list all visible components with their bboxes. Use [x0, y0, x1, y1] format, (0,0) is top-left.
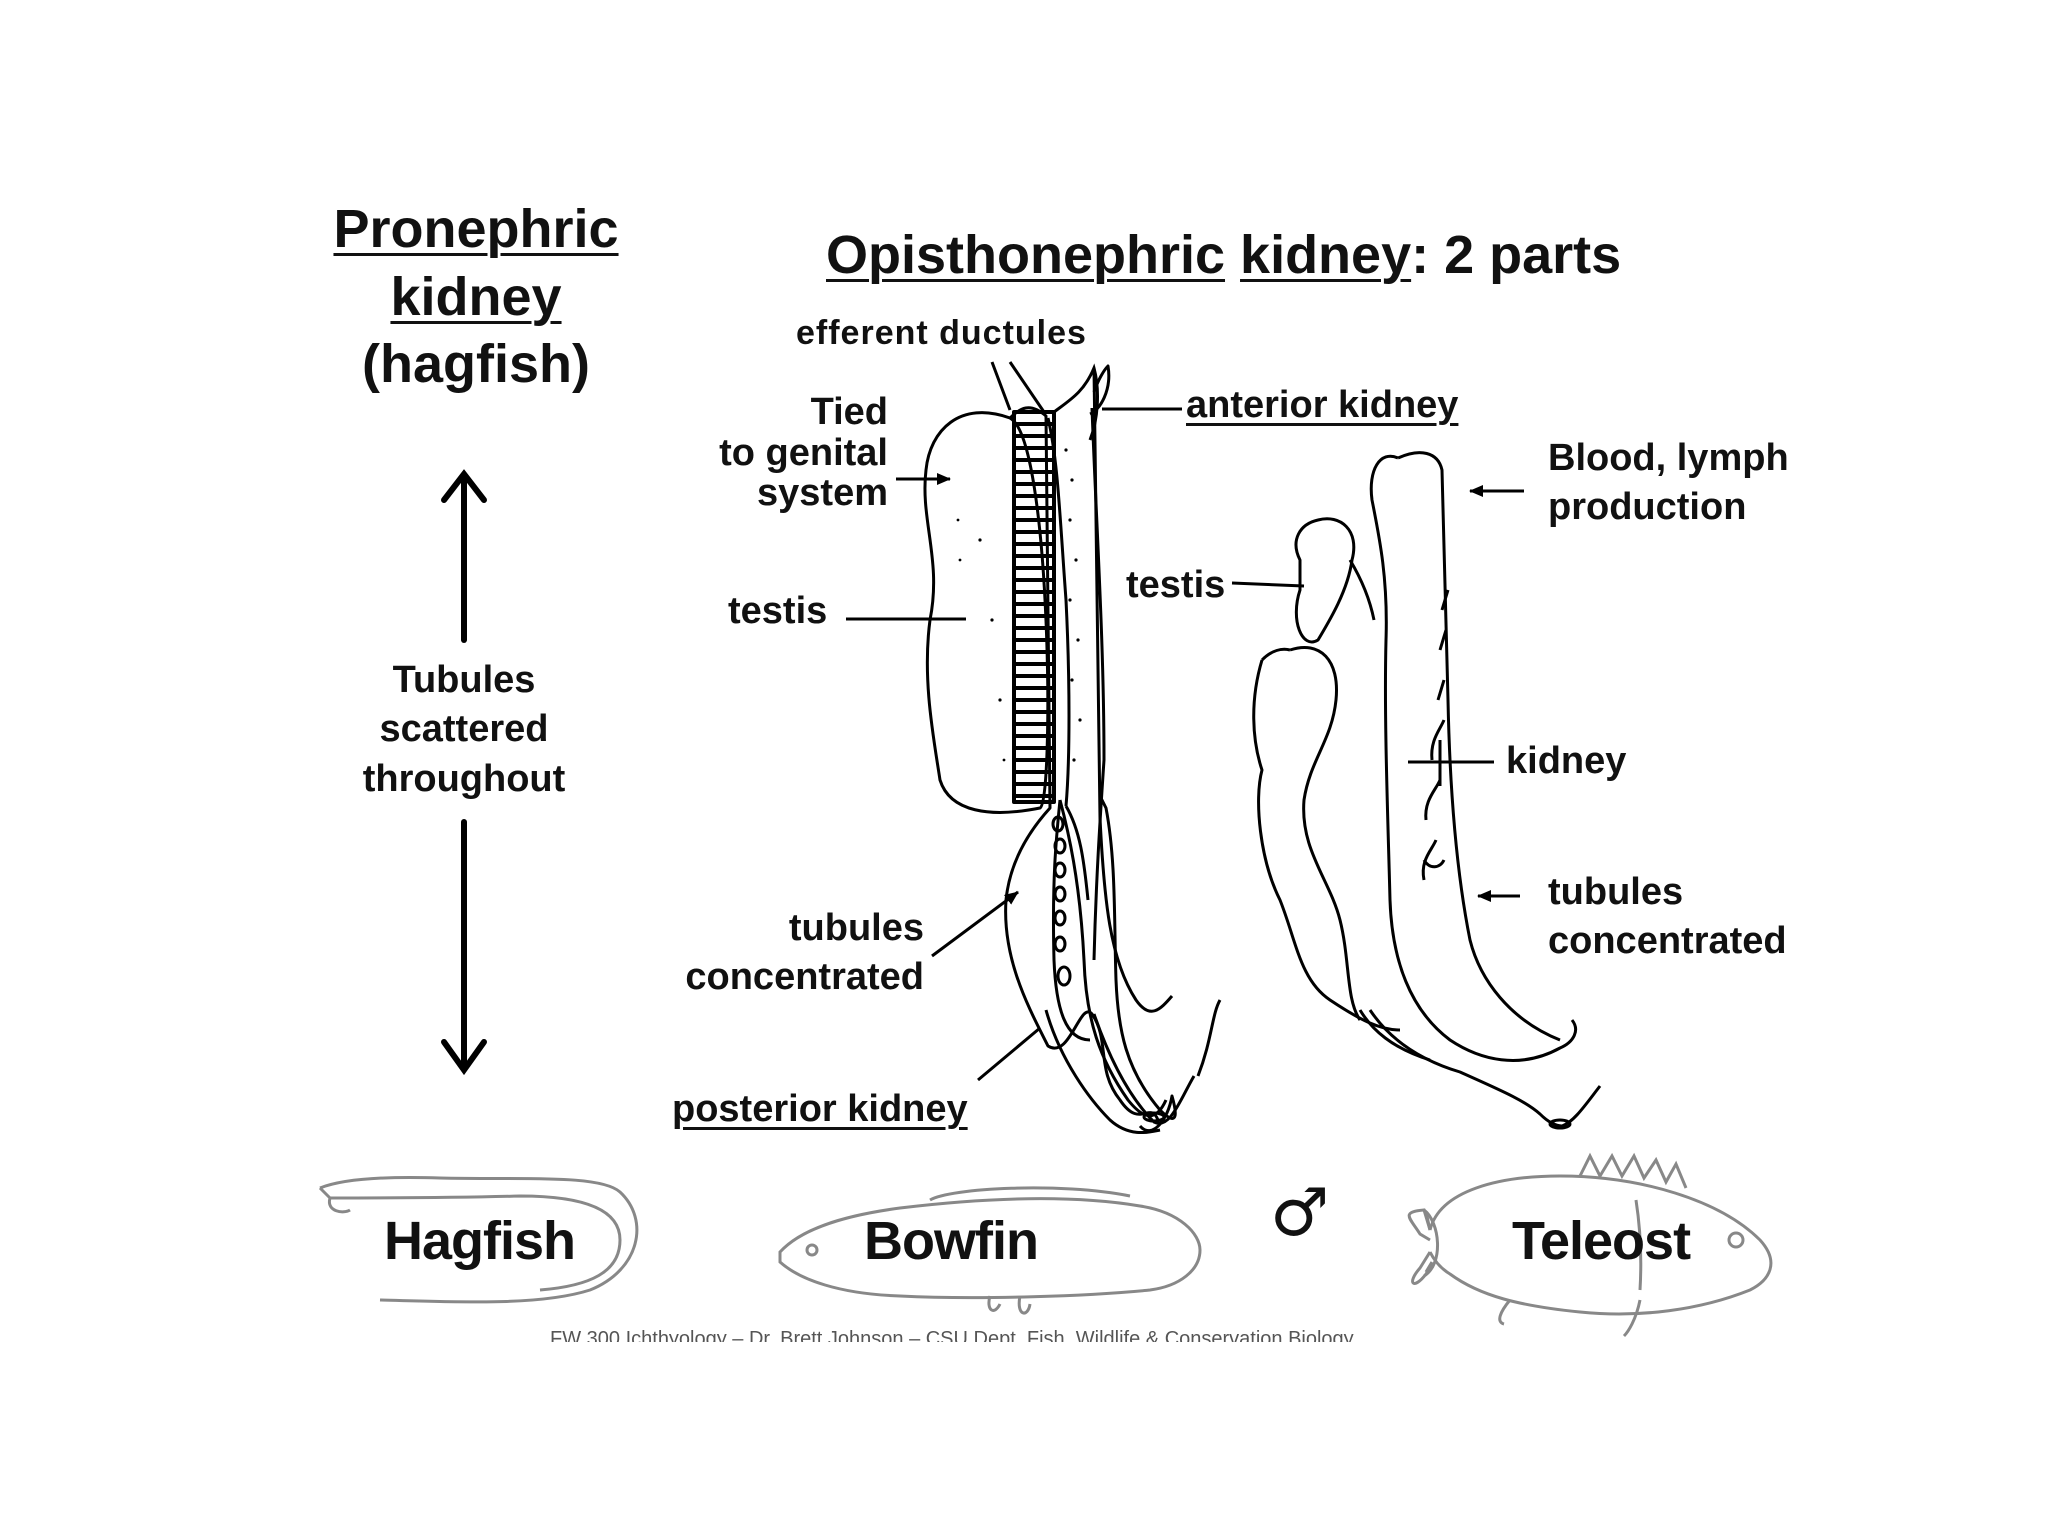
label-testis-right: testis	[1126, 564, 1226, 606]
pronephric-title: Pronephric kidney (hagfish)	[326, 196, 626, 399]
fish-name-teleost: Teleost	[1512, 1211, 1691, 1271]
label-tied-to-genital-system: Tied to genital system	[680, 392, 888, 514]
opisthonephric-title-word1: Opisthonephric	[826, 225, 1226, 285]
double-arrow-icon	[441, 469, 487, 1076]
pronephric-title-word-kidney: kidney	[390, 266, 562, 327]
hagfish-sketch	[318, 1175, 639, 1304]
label-blood-line2: production	[1548, 486, 1747, 529]
label-blood-line1: Blood, lymph	[1548, 437, 1789, 479]
tubules-scattered-line2: scattered	[379, 708, 549, 751]
label-tied-line2: to genital	[719, 431, 888, 474]
bowfin-kidney-drawing	[923, 361, 1222, 1134]
label-tubules-left-line1: tubules	[788, 907, 924, 949]
label-testis-left: testis	[728, 590, 828, 632]
label-posterior-kidney: posterior kidney	[672, 1088, 968, 1130]
label-tied-line1: Tied	[810, 391, 888, 433]
footer-credit: FW 300 Ichthyology – Dr. Brett Johnson –…	[550, 1328, 1500, 1342]
label-blood-lymph-production: Blood, lymph production	[1548, 434, 1789, 533]
label-efferent-ductules: efferent ductules	[796, 314, 1087, 352]
label-tubules-right-line2: concentrated	[1548, 920, 1787, 963]
efferent-ductules-ladder	[1016, 422, 1052, 798]
label-tubules-concentrated-left: tubules concentrated	[660, 904, 924, 1003]
pronephric-title-line3: (hagfish)	[362, 334, 590, 394]
label-kidney: kidney	[1506, 740, 1627, 782]
footer-credit-text: FW 300 Ichthyology – Dr. Brett Johnson –…	[550, 1328, 1354, 1342]
fish-name-bowfin: Bowfin	[864, 1211, 1039, 1271]
opisthonephric-title: Opisthonephric kidney: 2 parts	[826, 224, 1621, 286]
male-symbol-icon: ♂	[1270, 1174, 1330, 1251]
teleost-sketch	[1407, 1152, 1773, 1338]
bowfin-kidney-column	[956, 363, 1174, 1123]
pronephric-title-line2: kidney	[326, 264, 626, 332]
tubules-scattered-line3: throughout	[362, 757, 566, 800]
pronephric-title-line1: Pronephric	[333, 199, 619, 259]
teleost-kidney-drawing	[1252, 451, 1602, 1130]
label-tied-line3: system	[757, 472, 888, 515]
bowfin-sketch	[778, 1186, 1202, 1315]
label-tubules-concentrated-right: tubules concentrated	[1548, 868, 1787, 967]
tubules-scattered-note: Tubules scattered throughout	[334, 656, 594, 804]
tubules-scattered-line1: Tubules	[392, 659, 536, 701]
opisthonephric-title-word2: kidney	[1240, 225, 1412, 285]
label-tubules-right-line1: tubules	[1548, 871, 1684, 913]
label-anterior-kidney: anterior kidney	[1186, 384, 1459, 426]
label-tubules-left-line2: concentrated	[685, 956, 924, 999]
leader-lines	[846, 407, 1524, 1082]
opisthonephric-title-suffix: : 2 parts	[1411, 225, 1622, 285]
fish-name-hagfish: Hagfish	[384, 1211, 576, 1271]
